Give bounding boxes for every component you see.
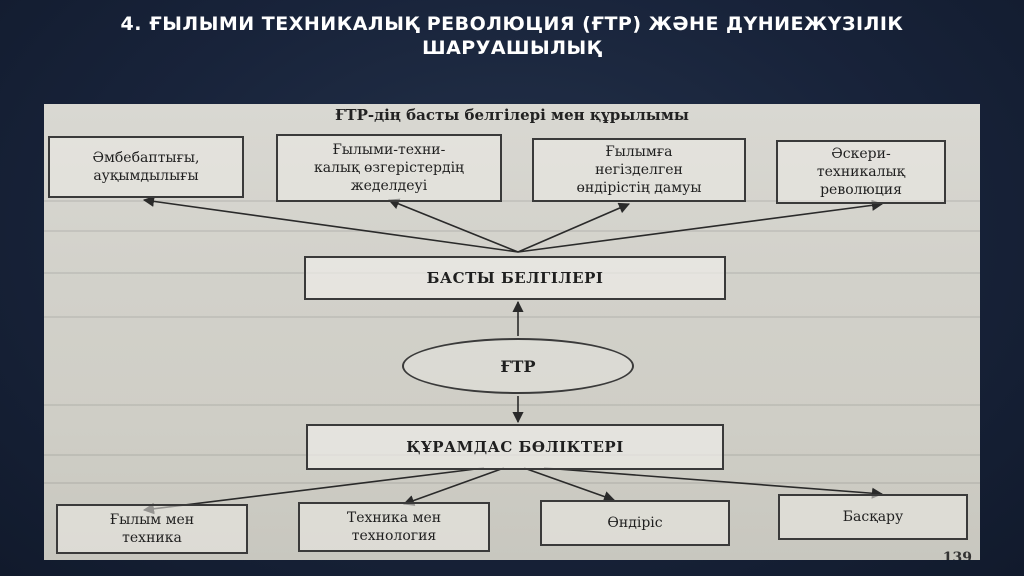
- slide-title-line-1: 4. ҒЫЛЫМИ ТЕХНИКАЛЫҚ РЕВОЛЮЦИЯ (ҒТР) ЖӘН…: [120, 13, 904, 35]
- arrow-to-feature-2: [387, 198, 519, 253]
- feature-label-4: Әскери- техникалық революция: [816, 146, 906, 198]
- feature-box-4: Әскери- техникалық революция: [776, 140, 946, 204]
- component-label-3: Өндіріс: [607, 515, 663, 531]
- component-label-1: Ғылым мен техника: [109, 512, 195, 546]
- feature-box-1: Әмбебаптығы, ауқымдылығы: [48, 136, 244, 198]
- feature-label-3: Ғылымға негізделген өндірістің дамуы: [576, 144, 702, 196]
- center-label: ҒТР: [500, 356, 536, 376]
- component-label-4: Басқару: [842, 509, 904, 525]
- feature-label-2: Ғылыми-техни- калық өзгерістердің жеделд…: [313, 142, 465, 194]
- component-box-3: Өндіріс: [540, 500, 730, 546]
- features-header-box: БАСТЫ БЕЛГІЛЕРІ: [304, 256, 726, 300]
- diagram-title: ҒТР-дің басты белгілері мен құрылымы: [335, 106, 689, 124]
- feature-label-1: Әмбебаптығы, ауқымдылығы: [92, 150, 200, 184]
- features-header-label: БАСТЫ БЕЛГІЛЕРІ: [426, 269, 604, 287]
- arrow-to-feature-3: [517, 202, 631, 253]
- component-box-2: Техника мен технология: [298, 502, 490, 552]
- arrow-to-component-1: [142, 467, 485, 515]
- components-header-box: ҚҰРАМДАС БӨЛІКТЕРІ: [306, 424, 724, 470]
- slide-title-line-2: ШАРУАШЫЛЫҚ: [422, 37, 602, 59]
- component-box-4: Басқару: [778, 494, 968, 540]
- component-label-2: Техника мен технология: [346, 510, 442, 544]
- components-header-label: ҚҰРАМДАС БӨЛІКТЕРІ: [406, 438, 624, 456]
- center-ellipse: ҒТР: [402, 338, 634, 394]
- arrow-to-feature-4: [517, 199, 884, 253]
- slide-title: 4. ҒЫЛЫМИ ТЕХНИКАЛЫҚ РЕВОЛЮЦИЯ (ҒТР) ЖӘН…: [0, 12, 1024, 60]
- arrow-to-component-3: [523, 467, 616, 502]
- diagram-photo: ҒТР-дің басты белгілері мен құрылымы Әмб…: [44, 104, 980, 560]
- feature-box-2: Ғылыми-техни- калық өзгерістердің жеделд…: [276, 134, 502, 202]
- feature-box-3: Ғылымға негізделген өндірістің дамуы: [532, 138, 746, 202]
- arrow-to-feature-1: [142, 195, 519, 253]
- connector-arrows: [142, 195, 884, 515]
- page-number: 139: [942, 550, 972, 560]
- component-box-1: Ғылым мен техника: [56, 504, 248, 554]
- arrow-to-component-4: [543, 467, 884, 499]
- arrow-to-component-2: [402, 467, 505, 506]
